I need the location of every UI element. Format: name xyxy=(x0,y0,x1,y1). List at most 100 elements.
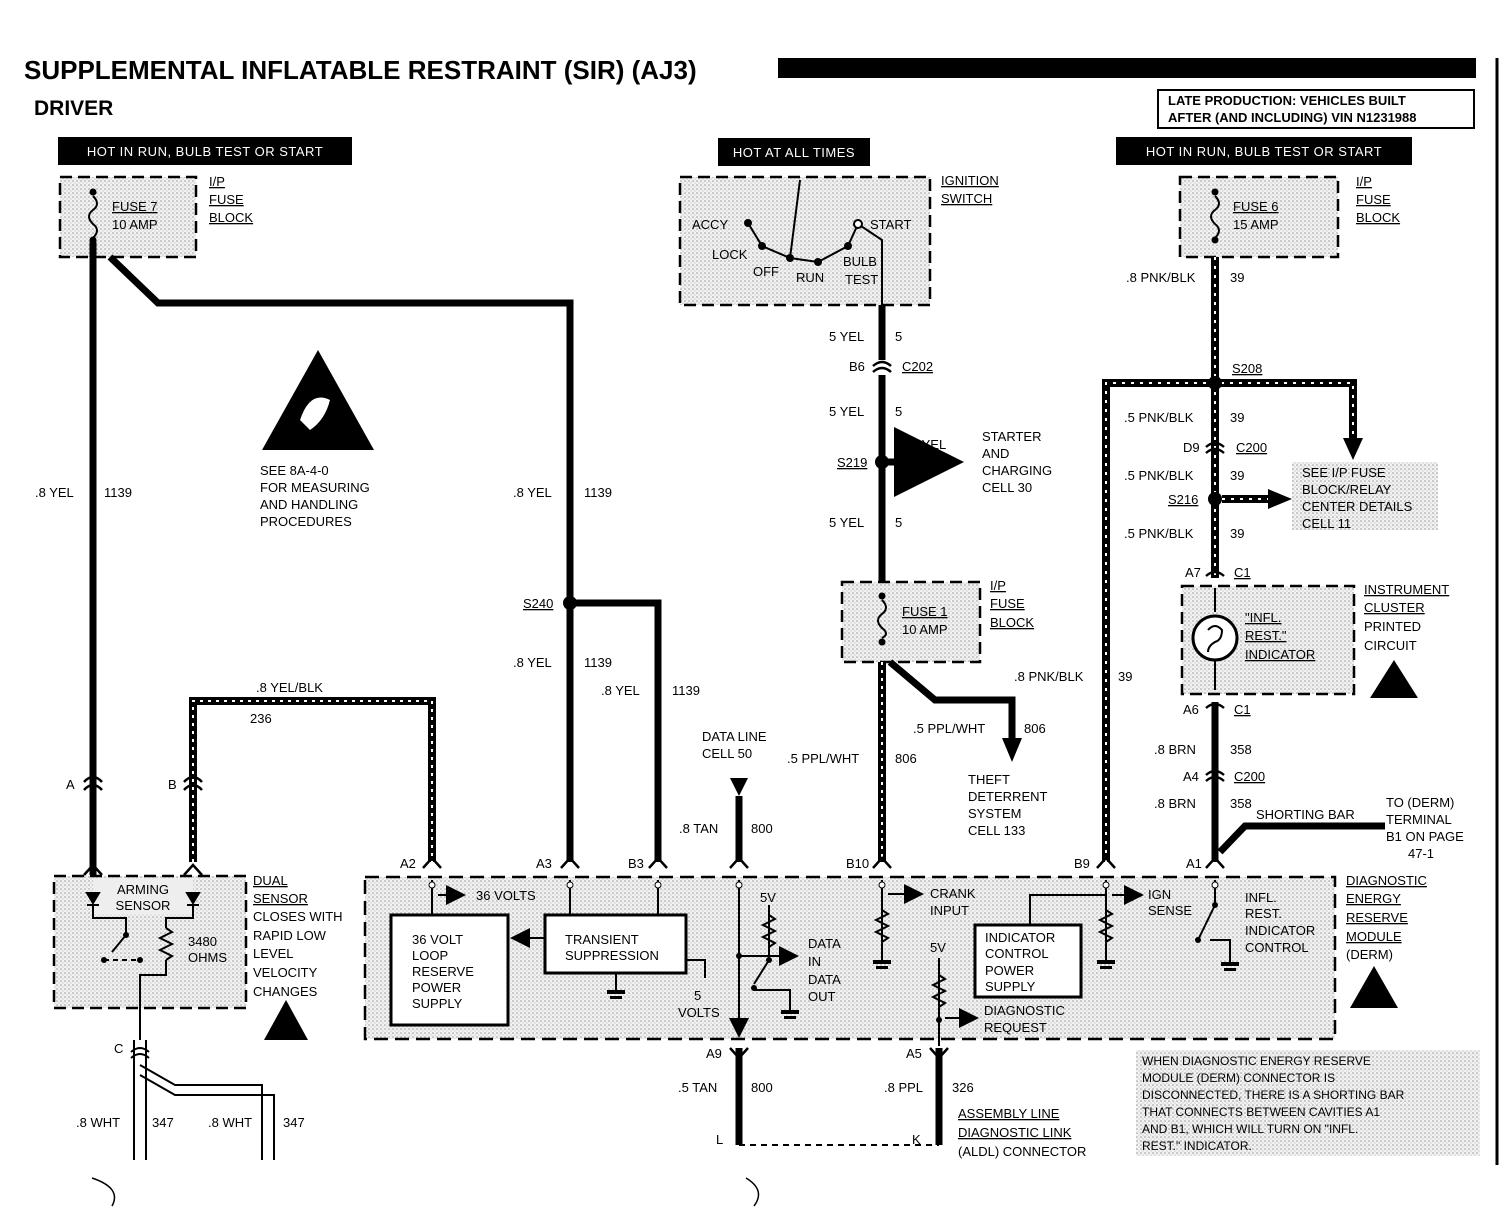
wire-label: 1139 xyxy=(584,655,612,670)
wire-label: 39 xyxy=(1230,270,1244,285)
late-production-line-1: LATE PRODUCTION: VEHICLES BUILT xyxy=(1168,93,1406,108)
svg-text:DETERRENT: DETERRENT xyxy=(968,789,1048,804)
svg-text:SEE 8A-4-0: SEE 8A-4-0 xyxy=(260,463,329,478)
pos-start: START xyxy=(870,217,911,232)
indicator-power-label: INDICATOR xyxy=(985,930,1055,945)
wire-1139 xyxy=(89,242,662,875)
wire-label: 5 xyxy=(895,404,902,419)
wire-label: .5 PNK/BLK xyxy=(1124,410,1194,425)
svg-text:BLOCK: BLOCK xyxy=(209,210,253,225)
pos-test: TEST xyxy=(845,272,878,287)
wire-label: .8 PNK/BLK xyxy=(1126,270,1196,285)
ignition-label-1: IGNITION xyxy=(941,173,999,188)
svg-text:TO (DERM): TO (DERM) xyxy=(1386,795,1454,810)
diag-request-label: REQUEST xyxy=(984,1020,1047,1035)
wire-347 xyxy=(133,1040,275,1160)
shorting-bar-note: WHEN DIAGNOSTIC ENERGY RESERVE MODULE (D… xyxy=(1136,1050,1480,1156)
five-volts-label: VOLTS xyxy=(678,1005,720,1020)
svg-text:CIRCUIT: CIRCUIT xyxy=(1364,638,1417,653)
to-derm-label: TO (DERM) TERMINAL B1 ON PAGE 47-1 xyxy=(1386,795,1464,861)
late-production-line-2: AFTER (AND INCLUDING) VIN N1231988 xyxy=(1168,110,1417,125)
ohms-unit: OHMS xyxy=(188,950,227,965)
infl-control-label: REST. xyxy=(1245,906,1282,921)
loop-reserve-label: 36 VOLT xyxy=(412,932,463,947)
c1-label-bottom: C1 xyxy=(1234,702,1251,717)
five-volts-label: 5 xyxy=(694,988,701,1003)
connector-a-label: A xyxy=(66,777,75,792)
svg-text:RAPID LOW: RAPID LOW xyxy=(253,928,327,943)
c200-label: C200 xyxy=(1236,440,1267,455)
svg-text:FUSE: FUSE xyxy=(209,192,244,207)
derm-label: DIAGNOSTIC ENERGY RESERVE MODULE (DERM) xyxy=(1346,873,1427,962)
wire-label: 39 xyxy=(1230,526,1244,541)
svg-text:STARTER: STARTER xyxy=(982,429,1041,444)
svg-text:RESERVE: RESERVE xyxy=(1346,910,1408,925)
c200-label-2: C200 xyxy=(1234,769,1265,784)
connector-c xyxy=(130,1047,150,1059)
scan-mark xyxy=(91,1177,116,1207)
infl-control-label: CONTROL xyxy=(1245,940,1309,955)
svg-text:MODULE (DERM) CONNECTOR IS: MODULE (DERM) CONNECTOR IS xyxy=(1142,1071,1335,1085)
wire-label: 39 xyxy=(1230,410,1244,425)
fuse1-name: FUSE 1 xyxy=(902,604,948,619)
wire-label: 800 xyxy=(751,1080,773,1095)
a7-label: A7 xyxy=(1185,565,1201,580)
connector-a6-a4 xyxy=(1205,702,1225,782)
a2-label: A2 xyxy=(400,856,416,871)
svg-text:PRINTED: PRINTED xyxy=(1364,619,1421,634)
connector-b xyxy=(183,775,203,791)
pos-bulb: BULB xyxy=(843,254,877,269)
wire-label: 5 YEL xyxy=(829,515,864,530)
c1-label-top: C1 xyxy=(1234,565,1251,580)
wire-label: .8 YEL xyxy=(601,683,640,698)
wire-label: 5 YEL xyxy=(829,404,864,419)
svg-text:FUSE: FUSE xyxy=(990,596,1025,611)
wire-label: .8 PNK/BLK xyxy=(1014,669,1084,684)
svg-text:ENERGY: ENERGY xyxy=(1346,891,1401,906)
loop-reserve-label: SUPPLY xyxy=(412,996,463,1011)
wire-label: 5 YEL xyxy=(829,329,864,344)
indicator-power-label: POWER xyxy=(985,963,1034,978)
wire-label: .5 PPL/WHT xyxy=(787,751,859,766)
header-left-label: HOT IN RUN, BULB TEST OR START xyxy=(87,144,323,159)
svg-text:THAT CONNECTS BETWEEN CAVITIES: THAT CONNECTS BETWEEN CAVITIES A1 xyxy=(1142,1105,1380,1119)
transient-label: SUPPRESSION xyxy=(565,948,659,963)
starter-label: STARTER AND CHARGING CELL 30 xyxy=(982,429,1052,495)
wire-label: 1139 xyxy=(104,485,132,500)
svg-text:SEE I/P FUSE: SEE I/P FUSE xyxy=(1302,465,1386,480)
b3-label: B3 xyxy=(628,856,644,871)
svg-text:BLOCK: BLOCK xyxy=(1356,210,1400,225)
svg-text:MODULE: MODULE xyxy=(1346,929,1402,944)
indicator-power-label: SUPPLY xyxy=(985,979,1036,994)
svg-text:BLOCK/RELAY: BLOCK/RELAY xyxy=(1302,482,1392,497)
svg-text:INDICATOR: INDICATOR xyxy=(1245,647,1315,662)
pos-accy: ACCY xyxy=(692,217,728,232)
header-right: HOT IN RUN, BULB TEST OR START xyxy=(1116,137,1412,165)
diagram-title: SUPPLEMENTAL INFLATABLE RESTRAINT (SIR) … xyxy=(24,55,697,85)
aldl-label: ASSEMBLY LINE DIAGNOSTIC LINK (ALDL) CON… xyxy=(958,1106,1086,1159)
pos-lock: LOCK xyxy=(712,247,748,262)
header-left: HOT IN RUN, BULB TEST OR START xyxy=(58,137,352,165)
splice-s208 xyxy=(1208,376,1222,390)
svg-text:INSTRUMENT: INSTRUMENT xyxy=(1364,582,1449,597)
see-ip-box: SEE I/P FUSE BLOCK/RELAY CENTER DETAILS … xyxy=(1292,462,1438,531)
data-out-label: OUT xyxy=(808,989,836,1004)
svg-text:CLUSTER: CLUSTER xyxy=(1364,600,1425,615)
connector-b-label: B xyxy=(168,777,177,792)
wire-label: .5 PPL/WHT xyxy=(913,721,985,736)
data-in-label: DATA xyxy=(808,936,841,951)
svg-text:(ALDL) CONNECTOR: (ALDL) CONNECTOR xyxy=(958,1144,1086,1159)
ign-sense-label: IGN xyxy=(1148,887,1171,902)
svg-text:BLOCK: BLOCK xyxy=(990,615,1034,630)
wire-label: .5 TAN xyxy=(678,1080,717,1095)
title-bar xyxy=(778,58,1476,78)
esd-icon-sensor xyxy=(264,1000,308,1040)
svg-text:CLOSES WITH: CLOSES WITH xyxy=(253,909,343,924)
fuse7-name: FUSE 7 xyxy=(112,199,158,214)
a3-label: A3 xyxy=(536,856,552,871)
l-label: L xyxy=(716,1132,723,1147)
fuse6-name: FUSE 6 xyxy=(1233,199,1279,214)
arming-sensor-line1: ARMING xyxy=(117,882,169,897)
svg-text:VELOCITY: VELOCITY xyxy=(253,965,318,980)
data-line-label-2: CELL 50 xyxy=(702,746,752,761)
